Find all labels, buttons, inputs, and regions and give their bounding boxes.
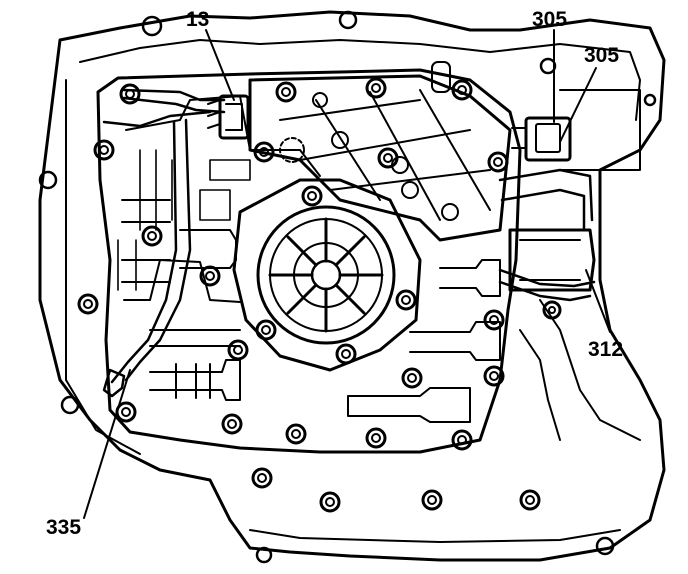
bolt xyxy=(253,141,275,163)
bolt xyxy=(451,429,473,451)
callout-335: 335 xyxy=(46,516,81,539)
bolt xyxy=(77,293,99,315)
connector-13 xyxy=(207,94,250,140)
bolt xyxy=(483,309,505,331)
bolt xyxy=(199,265,221,287)
leader-305b xyxy=(559,67,597,143)
spool-valves xyxy=(121,199,501,423)
leader-lines xyxy=(83,29,611,519)
bolt xyxy=(227,339,249,361)
bolt xyxy=(365,427,387,449)
callout-305-top: 305 xyxy=(532,8,567,31)
bolt xyxy=(519,489,541,511)
leader-13 xyxy=(205,29,235,101)
callout-13: 13 xyxy=(186,8,209,31)
bolt xyxy=(365,77,387,99)
leader-312 xyxy=(585,269,611,333)
bolt xyxy=(221,413,243,435)
flange-bolt-holes xyxy=(38,10,657,564)
callout-305-side: 305 xyxy=(584,44,619,67)
bolt xyxy=(377,147,399,169)
case-flange xyxy=(38,10,666,562)
bolt xyxy=(141,225,163,247)
bolt xyxy=(255,319,277,341)
bolt xyxy=(395,289,417,311)
callout-312: 312 xyxy=(588,338,623,361)
bolt xyxy=(483,365,505,387)
bolt xyxy=(319,491,341,513)
connector-305 xyxy=(511,116,572,162)
pressure-switch-312 xyxy=(498,168,596,302)
bolt xyxy=(487,151,509,173)
bolt xyxy=(421,489,443,511)
right-case-details xyxy=(519,89,641,441)
bolt xyxy=(451,79,473,101)
accumulator-cover xyxy=(232,178,422,372)
bolt xyxy=(93,139,115,161)
bolt xyxy=(251,467,273,489)
bolt xyxy=(301,185,323,207)
leader-335 xyxy=(83,369,131,519)
bolt xyxy=(335,343,357,365)
bolt xyxy=(285,423,307,445)
mounting-bolts xyxy=(77,77,562,513)
bolt xyxy=(401,367,423,389)
wiring-harness xyxy=(102,88,226,398)
bolt xyxy=(275,81,297,103)
